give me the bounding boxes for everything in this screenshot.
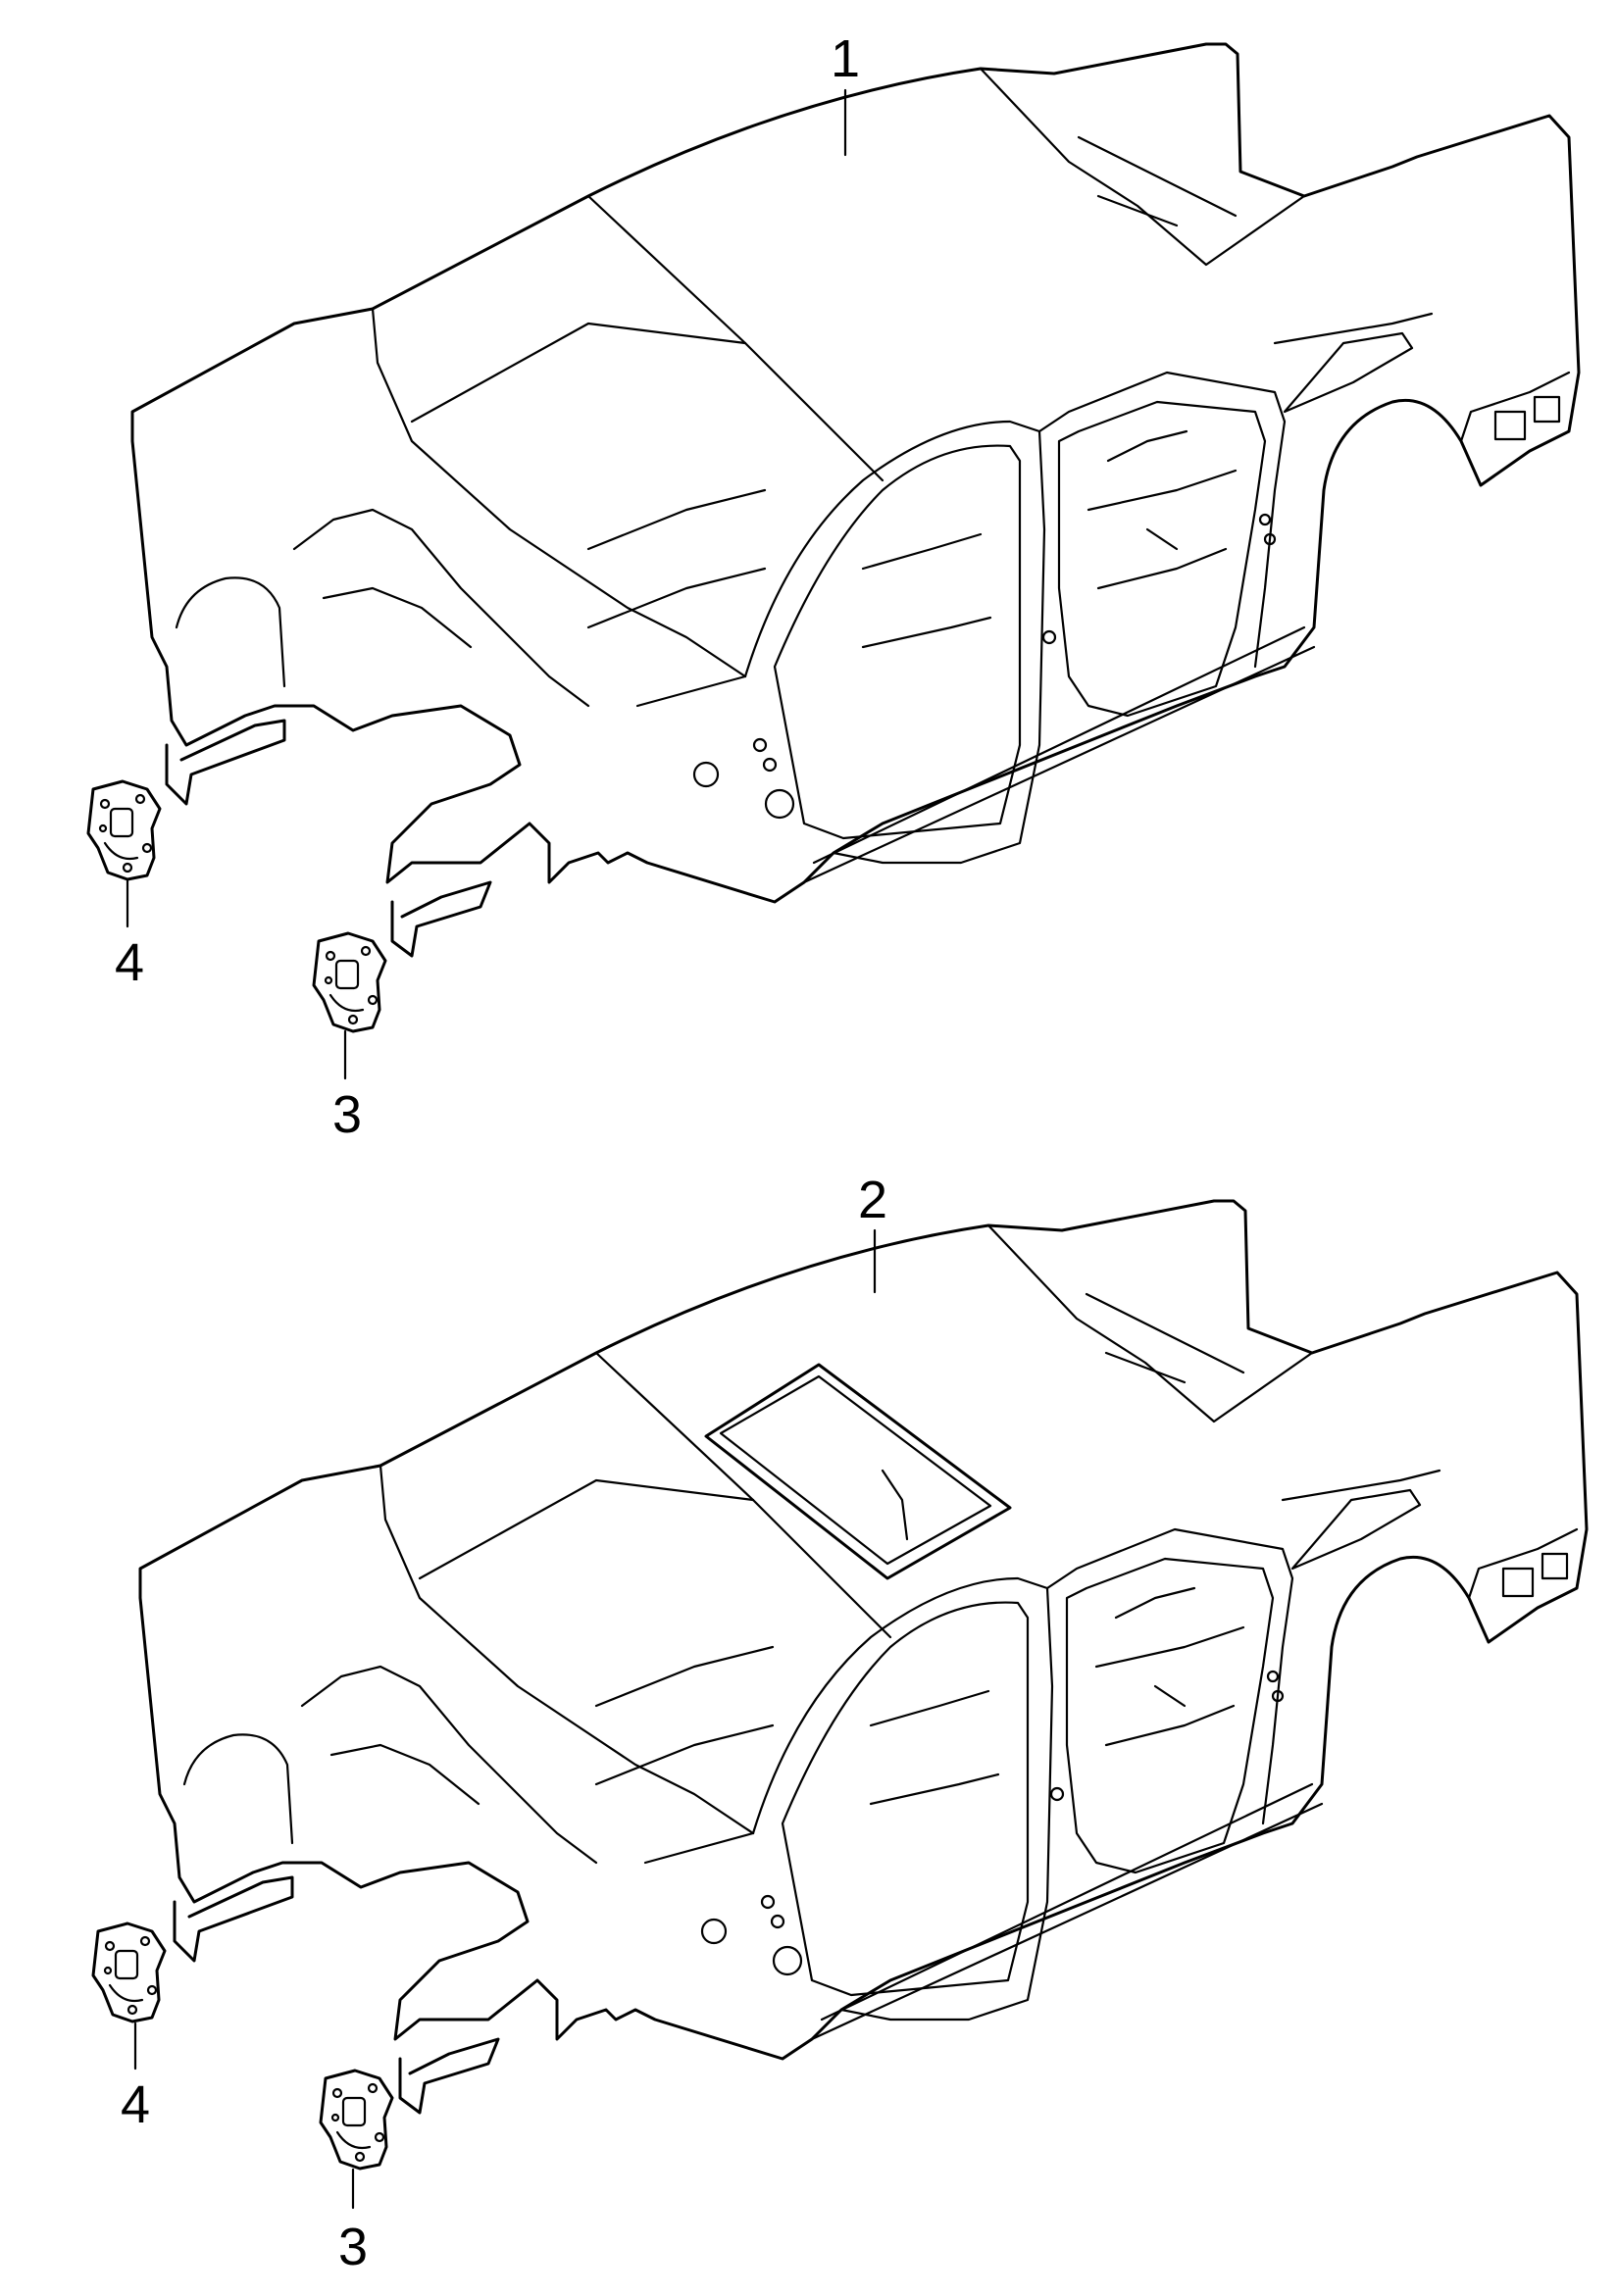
callout-label-4: 4: [115, 933, 144, 992]
part-3-plate: [312, 931, 387, 1033]
car-body-shell: [138, 1199, 1589, 2115]
part-4-plate: [86, 779, 162, 881]
sunroof-opening: [704, 1363, 1012, 1580]
part-4-plate: [91, 1922, 167, 2023]
callout-label-1: 1: [831, 29, 860, 88]
callout-label-4: 4: [121, 2075, 150, 2134]
car-body-shell: [130, 42, 1581, 958]
body-view-1: 1 4 3: [86, 29, 1581, 1144]
callout-label-2: 2: [858, 1171, 887, 1229]
callout-label-3: 3: [332, 1085, 362, 1144]
part-3-plate: [319, 2069, 394, 2171]
callout-label-3: 3: [338, 2218, 368, 2276]
body-view-2: 2 4 3: [91, 1171, 1589, 2276]
